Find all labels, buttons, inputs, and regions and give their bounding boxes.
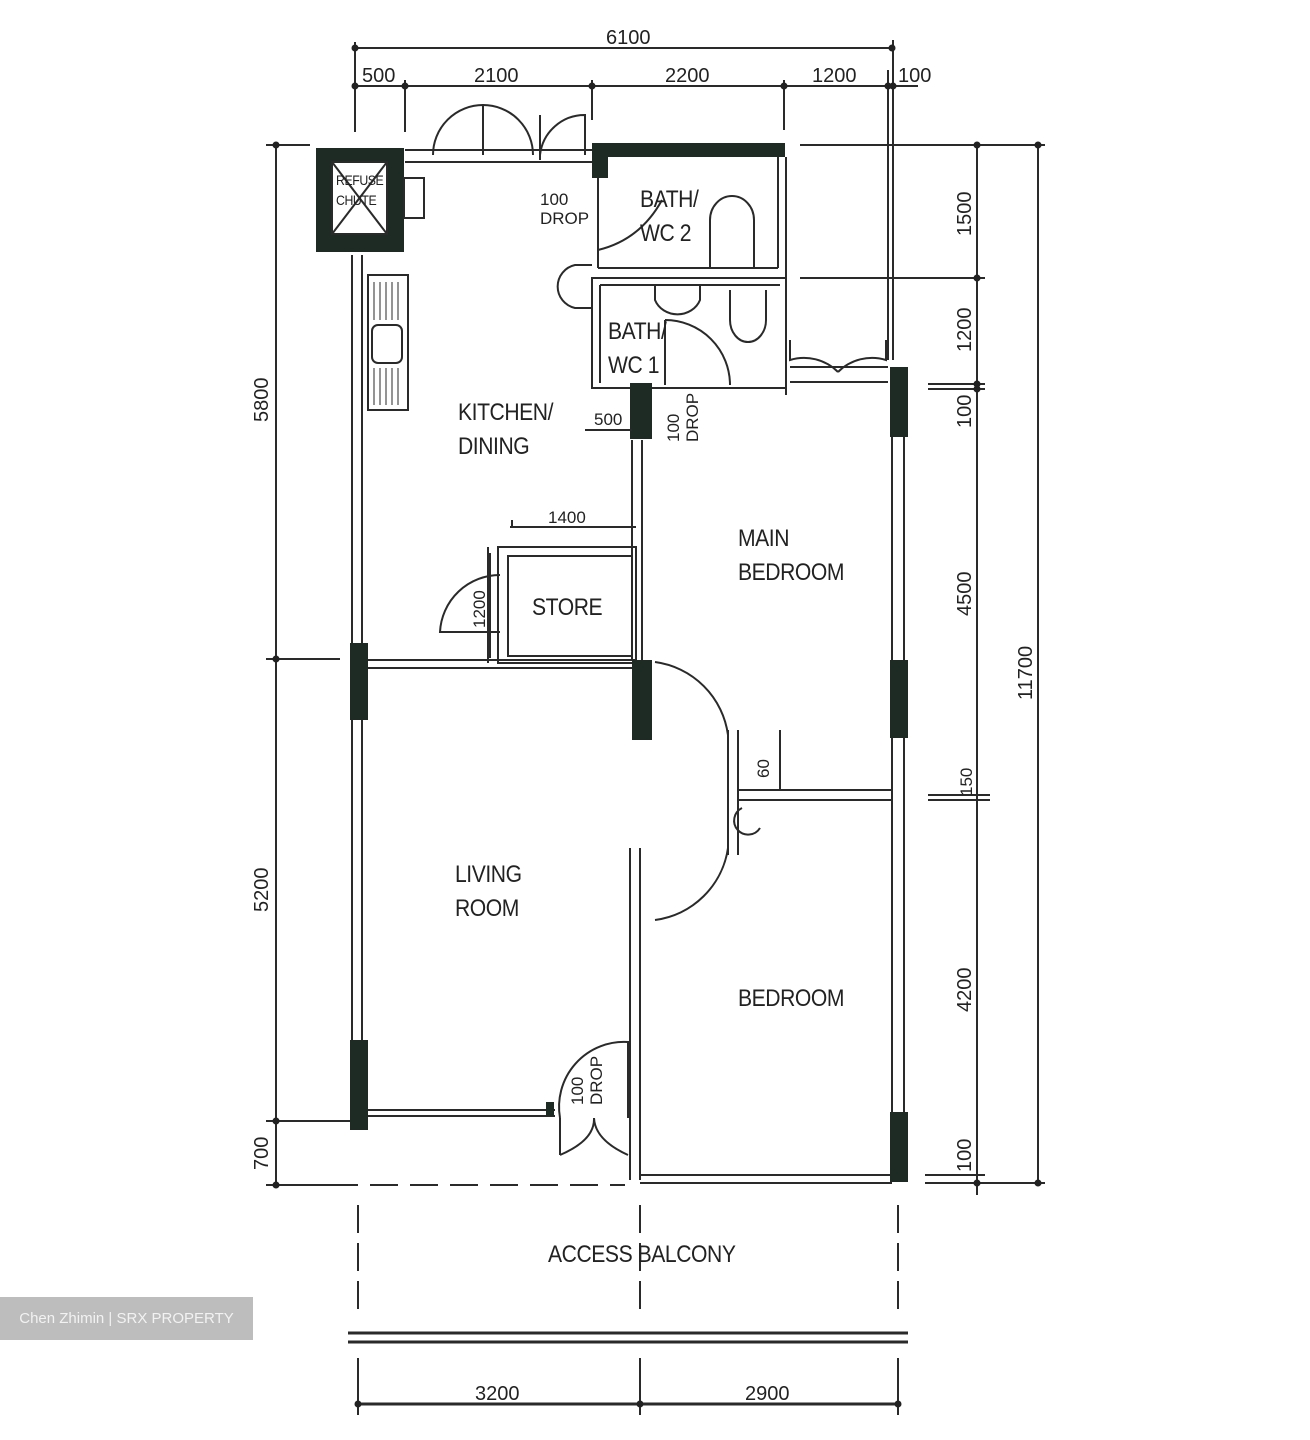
kitchen-line2: DINING: [458, 433, 530, 460]
drop-note-kitchen: 100 DROP: [540, 190, 589, 228]
bath-wc-1-label: BATH/ WC 1: [608, 315, 667, 383]
drop-living-text: DROP: [587, 1055, 606, 1105]
top-dimension-lines: [354, 40, 918, 360]
dim-top-total: 6100: [606, 27, 651, 49]
dim-right-4200: 4200: [954, 967, 976, 1013]
living-room-label: LIVING ROOM: [455, 858, 522, 926]
dim-left-5800: 5800: [251, 377, 273, 423]
dim-store-width: 1400: [548, 508, 586, 527]
dim-right-1500: 1500: [954, 191, 976, 237]
drop-bath1-text: DROP: [683, 392, 702, 442]
dim-left-700: 700: [251, 1136, 273, 1170]
dim-right-100b: 100: [954, 1138, 976, 1172]
right-dimension-lines: [800, 144, 1045, 1195]
dim-top-1200: 1200: [812, 65, 857, 87]
dim-bottom-2900: 2900: [745, 1383, 790, 1405]
bath2-line2: WC 2: [640, 220, 692, 247]
dim-right-100a: 100: [954, 394, 976, 428]
dim-right-1200: 1200: [954, 307, 976, 353]
refuse-chute-label: REFUSE CHUTE: [336, 170, 384, 210]
dim-right-total: 11700: [1015, 645, 1037, 700]
dim-store-depth: 1200: [470, 590, 489, 628]
drop-living-value: 100: [568, 1076, 587, 1105]
store-label: STORE: [532, 594, 603, 621]
dim-kitchen-offset: 500: [594, 410, 623, 429]
dim-top-500: 500: [362, 65, 396, 87]
dim-bottom-3200: 3200: [475, 1383, 520, 1405]
main-bedroom-line2: BEDROOM: [738, 559, 845, 586]
kitchen-dining-label: KITCHEN/ DINING: [458, 396, 553, 464]
drop-kitchen-text: DROP: [540, 209, 590, 228]
watermark: Chen Zhimin | SRX PROPERTY: [0, 1297, 253, 1340]
bath2-line1: BATH/: [640, 186, 699, 213]
living-line2: ROOM: [455, 895, 519, 922]
bath1-line2: WC 1: [608, 352, 660, 379]
refuse-label-line2: CHUTE: [336, 192, 377, 208]
main-bedroom-label: MAIN BEDROOM: [738, 522, 844, 590]
dim-top-100: 100: [898, 65, 932, 87]
drop-note-bath1: 100 DROP: [664, 393, 702, 442]
kitchen-line1: KITCHEN/: [458, 399, 554, 426]
drop-kitchen-value: 100: [540, 190, 569, 209]
drop-bath1-value: 100: [664, 413, 683, 442]
left-dimension-lines: [266, 144, 352, 1186]
drop-note-living: 100 DROP: [568, 1056, 606, 1105]
bedroom-label: BEDROOM: [738, 985, 845, 1012]
dim-right-4500: 4500: [954, 571, 976, 617]
dim-right-150: 150: [957, 767, 976, 796]
bath1-line1: BATH/: [608, 318, 667, 345]
living-line1: LIVING: [455, 861, 522, 888]
bath-wc-2-label: BATH/ WC 2: [640, 183, 699, 251]
access-balcony-label: ACCESS BALCONY: [548, 1241, 736, 1268]
dim-top-2200: 2200: [665, 65, 710, 87]
outer-walls: [351, 103, 905, 1180]
dim-top-2100: 2100: [474, 65, 519, 87]
main-bedroom-line1: MAIN: [738, 525, 790, 552]
dim-wardrobe: 60: [754, 759, 773, 778]
dim-left-5200: 5200: [251, 867, 273, 913]
refuse-label-line1: REFUSE: [336, 172, 384, 188]
